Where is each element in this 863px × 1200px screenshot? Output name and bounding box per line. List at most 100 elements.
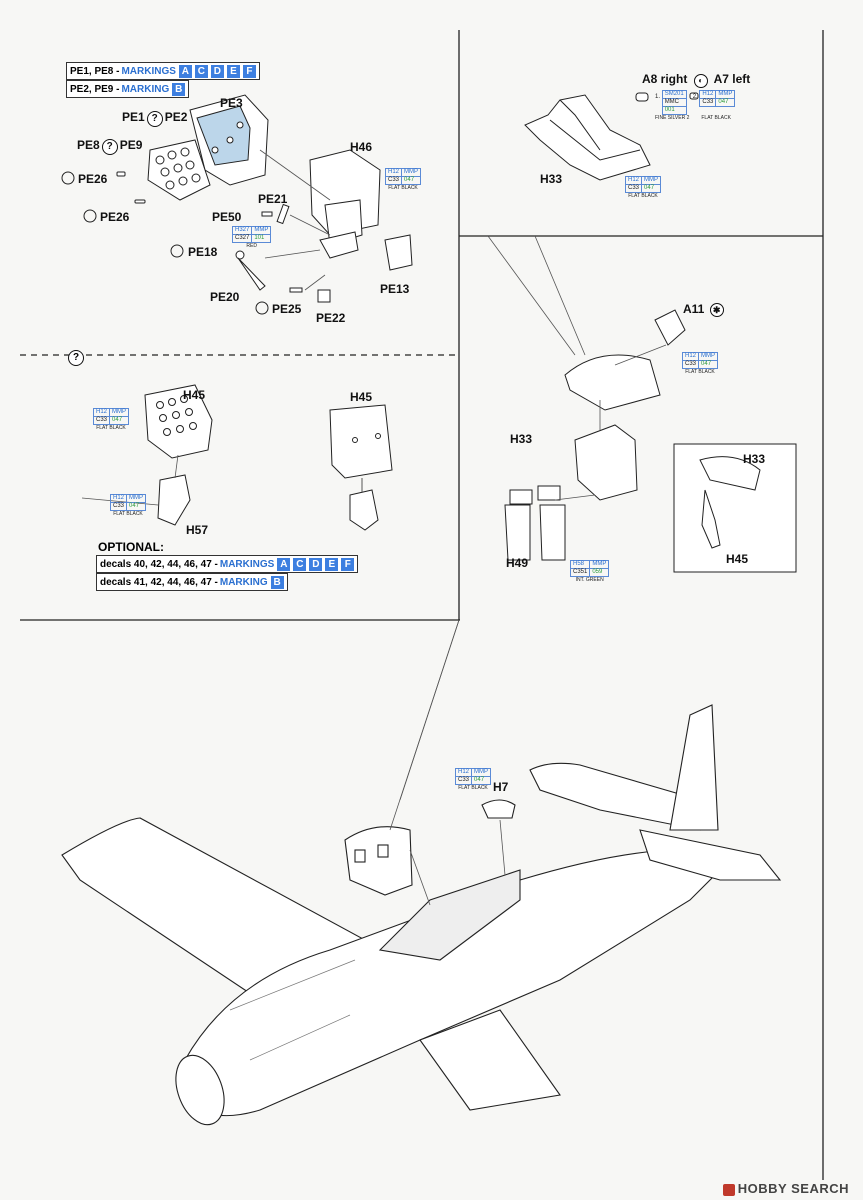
paint-brand: MMP xyxy=(471,768,492,777)
bend-arrows xyxy=(61,171,269,315)
paint-code: H12 xyxy=(454,768,473,777)
panel-borders xyxy=(20,30,824,1180)
paint-name: INT. GREEN xyxy=(575,577,604,583)
paint-brand: 047 xyxy=(715,98,736,107)
paint-name: FLAT BLACK xyxy=(685,369,715,375)
paint-brand: 047 xyxy=(126,502,147,511)
paint-brand: 047 xyxy=(109,416,130,425)
paint-brand: MMP xyxy=(401,168,422,177)
paint-code: H12 xyxy=(624,176,643,185)
assembly-lines-right xyxy=(487,235,667,501)
pe3-panel-frame xyxy=(189,94,269,186)
label-a11-text: A11 xyxy=(683,302,705,316)
hobby-search-watermark: HOBBY SEARCH xyxy=(722,1181,849,1196)
marking-letter-a: A xyxy=(277,557,291,571)
label-a8-right: A8 right xyxy=(642,72,688,86)
paint-code: H327 xyxy=(231,226,253,235)
label-h46: H46 xyxy=(350,140,373,154)
label-pe1: PE1 xyxy=(122,110,145,124)
paint-code: C33 xyxy=(454,776,473,785)
label-h57: H57 xyxy=(186,523,209,537)
paint-brand: MMP xyxy=(715,90,736,99)
label-a8-a7: A8 right ◐ A7 left xyxy=(642,72,750,88)
p51-aircraft xyxy=(61,704,782,1126)
optional-row1-word: MARKINGS xyxy=(219,558,275,570)
hobby-search-logo-icon xyxy=(722,1183,735,1196)
optional-title: OPTIONAL: xyxy=(98,540,164,554)
step-2: 2. xyxy=(692,94,698,100)
paint-brand: MMP xyxy=(251,226,272,235)
label-pe8-pe9: PE8?PE9 xyxy=(77,138,142,155)
inset-box xyxy=(673,443,797,573)
paint-brand: 047 xyxy=(641,184,662,193)
paint-brand: MMP xyxy=(109,408,130,417)
paint-code: H12 xyxy=(109,494,128,503)
markings-row1-parts: PE1, PE8 - xyxy=(70,65,120,77)
paint-name: FLAT BLACK xyxy=(628,193,658,199)
paint-code: H12 xyxy=(681,352,700,361)
label-pe22: PE22 xyxy=(316,311,346,325)
paint-code: C33 xyxy=(92,416,111,425)
label-pe21: PE21 xyxy=(258,192,288,206)
pe26-parts xyxy=(116,171,146,204)
paint-name: FLAT BLACK xyxy=(388,185,418,191)
marking-letter-b: B xyxy=(270,575,284,589)
swap-icon: ◐ xyxy=(693,74,708,88)
paint-brand: 047 xyxy=(401,176,422,185)
assembly-lines-aircraft xyxy=(389,619,506,906)
label-pe2: PE2 xyxy=(164,110,188,124)
question-icon: ? xyxy=(146,111,163,127)
label-pe26-b: PE26 xyxy=(100,210,130,224)
optional-row1: decals 40, 42, 44, 46, 47 - MARKINGS A C… xyxy=(96,555,359,573)
pe8-dial-plate xyxy=(147,139,211,201)
optional-row1-decals: decals 40, 42, 44, 46, 47 - xyxy=(100,558,218,570)
paint-code: C33 xyxy=(681,360,700,369)
step-1: 1. xyxy=(655,94,661,100)
paint-code: SM201 xyxy=(661,90,687,99)
label-pe1-pe2: PE1?PE2 xyxy=(122,110,187,127)
label-pe8: PE8 xyxy=(77,138,100,152)
label-pe25: PE25 xyxy=(272,302,302,316)
label-h33-mid: H33 xyxy=(510,432,533,446)
label-pe3: PE3 xyxy=(220,96,243,110)
markings-box-row2: PE2, PE9 - MARKING B xyxy=(66,80,190,98)
assembly-lines-top xyxy=(259,149,331,291)
paint-name: FLAT BLACK xyxy=(113,511,143,517)
h46-seat-back xyxy=(309,149,413,271)
seat-belt-parts xyxy=(235,203,331,303)
paint-name: FLAT BLACK xyxy=(701,115,731,121)
paint-code: H12 xyxy=(699,90,717,99)
paint-code: 001 xyxy=(661,106,687,115)
paint-brand: MMP xyxy=(641,176,662,185)
marking-letter-f: F xyxy=(242,64,256,78)
markings-row1-word: MARKINGS xyxy=(121,65,176,77)
paint-code: MMC xyxy=(661,98,687,107)
label-pe20: PE20 xyxy=(210,290,240,304)
h45-panel-mid xyxy=(329,404,393,531)
marking-letter-d: D xyxy=(309,557,323,571)
label-h33-inset: H33 xyxy=(743,452,766,466)
label-pe50: PE50 xyxy=(212,210,242,224)
label-a7-left: A7 left xyxy=(713,72,751,86)
markings-row2-word: MARKING xyxy=(121,83,170,95)
optional-row2: decals 41, 42, 44, 46, 47 - MARKING B xyxy=(96,573,288,591)
marking-letter-e: E xyxy=(226,64,240,78)
paint-name: RED xyxy=(246,243,257,249)
paint-brand: 047 xyxy=(471,776,492,785)
markings-row2-parts: PE2, PE9 - xyxy=(70,83,120,95)
label-pe18: PE18 xyxy=(188,245,218,259)
paint-code: C33 xyxy=(699,98,717,107)
optional-row2-decals: decals 41, 42, 44, 46, 47 - xyxy=(100,576,218,588)
paint-code: H12 xyxy=(384,168,403,177)
label-pe26-a: PE26 xyxy=(78,172,108,186)
label-a11: A11 ✱ xyxy=(683,302,724,317)
paint-code: H12 xyxy=(92,408,111,417)
paint-brand: MMP xyxy=(589,560,610,569)
